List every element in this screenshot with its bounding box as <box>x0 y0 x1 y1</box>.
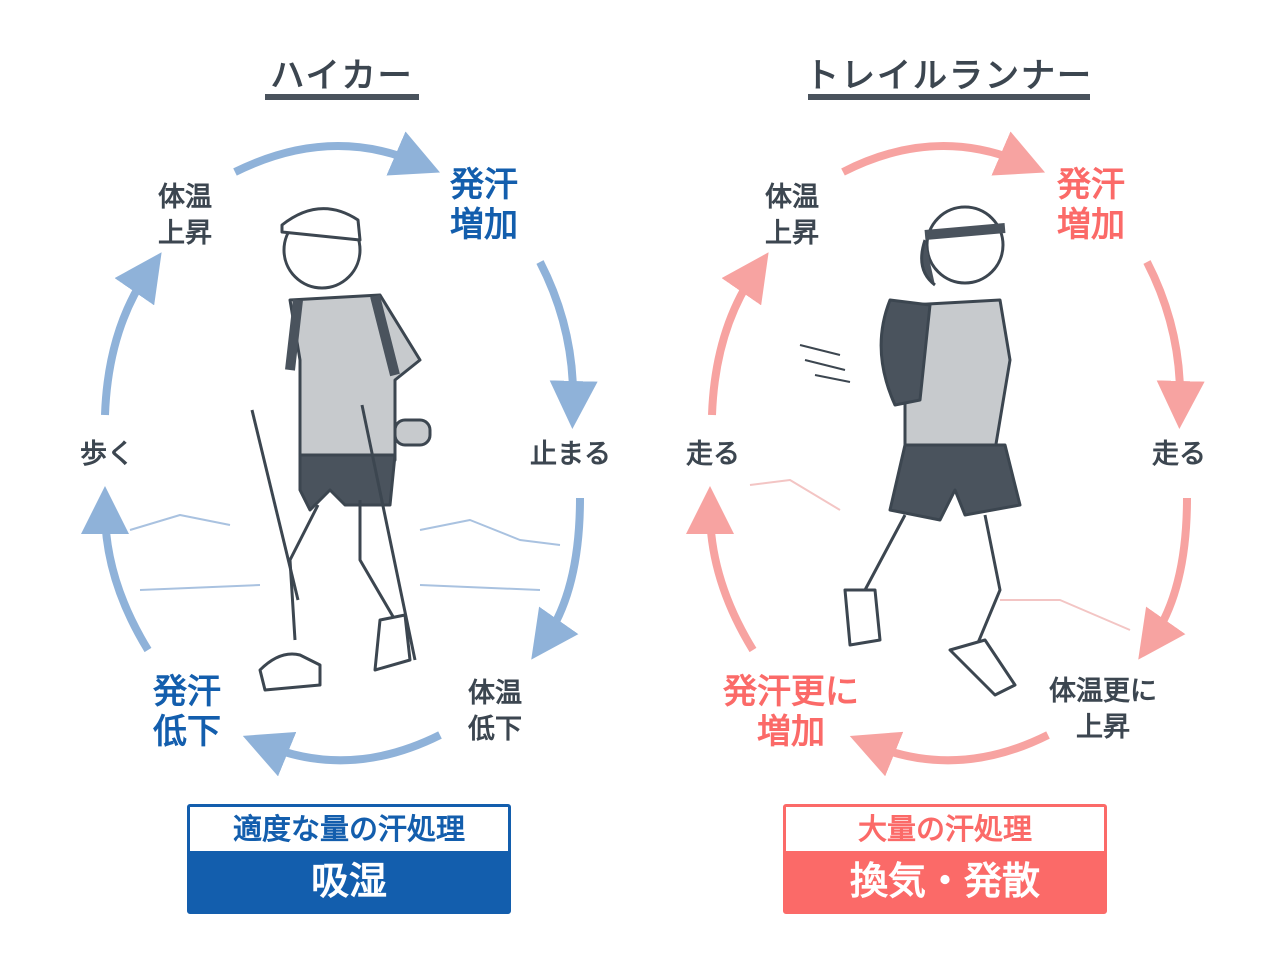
hiker-sweat-decrease-label: 発汗低下 <box>153 672 221 752</box>
runner-run-left-label: 走る <box>686 439 740 470</box>
arrow <box>101 252 162 416</box>
runner-title-underline <box>808 94 1090 100</box>
hiker-cycle-arrows <box>81 131 598 777</box>
arrow <box>686 486 757 653</box>
arrow <box>708 252 769 416</box>
arrow <box>81 486 152 653</box>
hiker-walk-label: 歩く <box>80 439 134 470</box>
arrow <box>1138 497 1191 660</box>
runner-temp-rise-label: 体温上昇 <box>765 182 819 249</box>
hiker-summary-main: 吸湿 <box>190 851 508 911</box>
runner-summary-main: 換気・発散 <box>786 851 1104 911</box>
arrow <box>242 731 442 777</box>
hiker-illustration <box>129 207 561 692</box>
runner-summary-box: 大量の汗処理 換気・発散 <box>783 804 1107 914</box>
arrow <box>536 260 598 429</box>
arrow <box>1143 260 1205 429</box>
runner-title: トレイルランナー <box>805 56 1093 96</box>
arrow <box>233 131 441 176</box>
runner-temp-rise-more-label: 体温更に上昇 <box>1049 676 1157 743</box>
hiker-stop-label: 止まる <box>530 439 611 470</box>
hiker-sweat-increase-label: 発汗増加 <box>450 165 518 245</box>
hiker-summary-box: 適度な量の汗処理 吸湿 <box>187 804 511 914</box>
arrow <box>841 131 1046 176</box>
runner-sweat-increase-more-label: 発汗更に増加 <box>723 672 859 752</box>
runner-cycle-arrows <box>686 131 1205 777</box>
hiker-temp-drop-label: 体温低下 <box>468 678 522 745</box>
arrow <box>849 731 1050 777</box>
hiker-summary-header: 適度な量の汗処理 <box>190 807 508 851</box>
runner-illustration <box>749 205 1131 697</box>
runner-summary-header: 大量の汗処理 <box>786 807 1104 851</box>
hiker-title: ハイカー <box>270 56 414 96</box>
arrow <box>531 497 584 660</box>
runner-run-right-label: 走る <box>1152 439 1206 470</box>
runner-sweat-increase-label: 発汗増加 <box>1057 165 1125 245</box>
hiker-title-underline <box>265 94 419 100</box>
hiker-temp-rise-label: 体温上昇 <box>158 182 212 249</box>
